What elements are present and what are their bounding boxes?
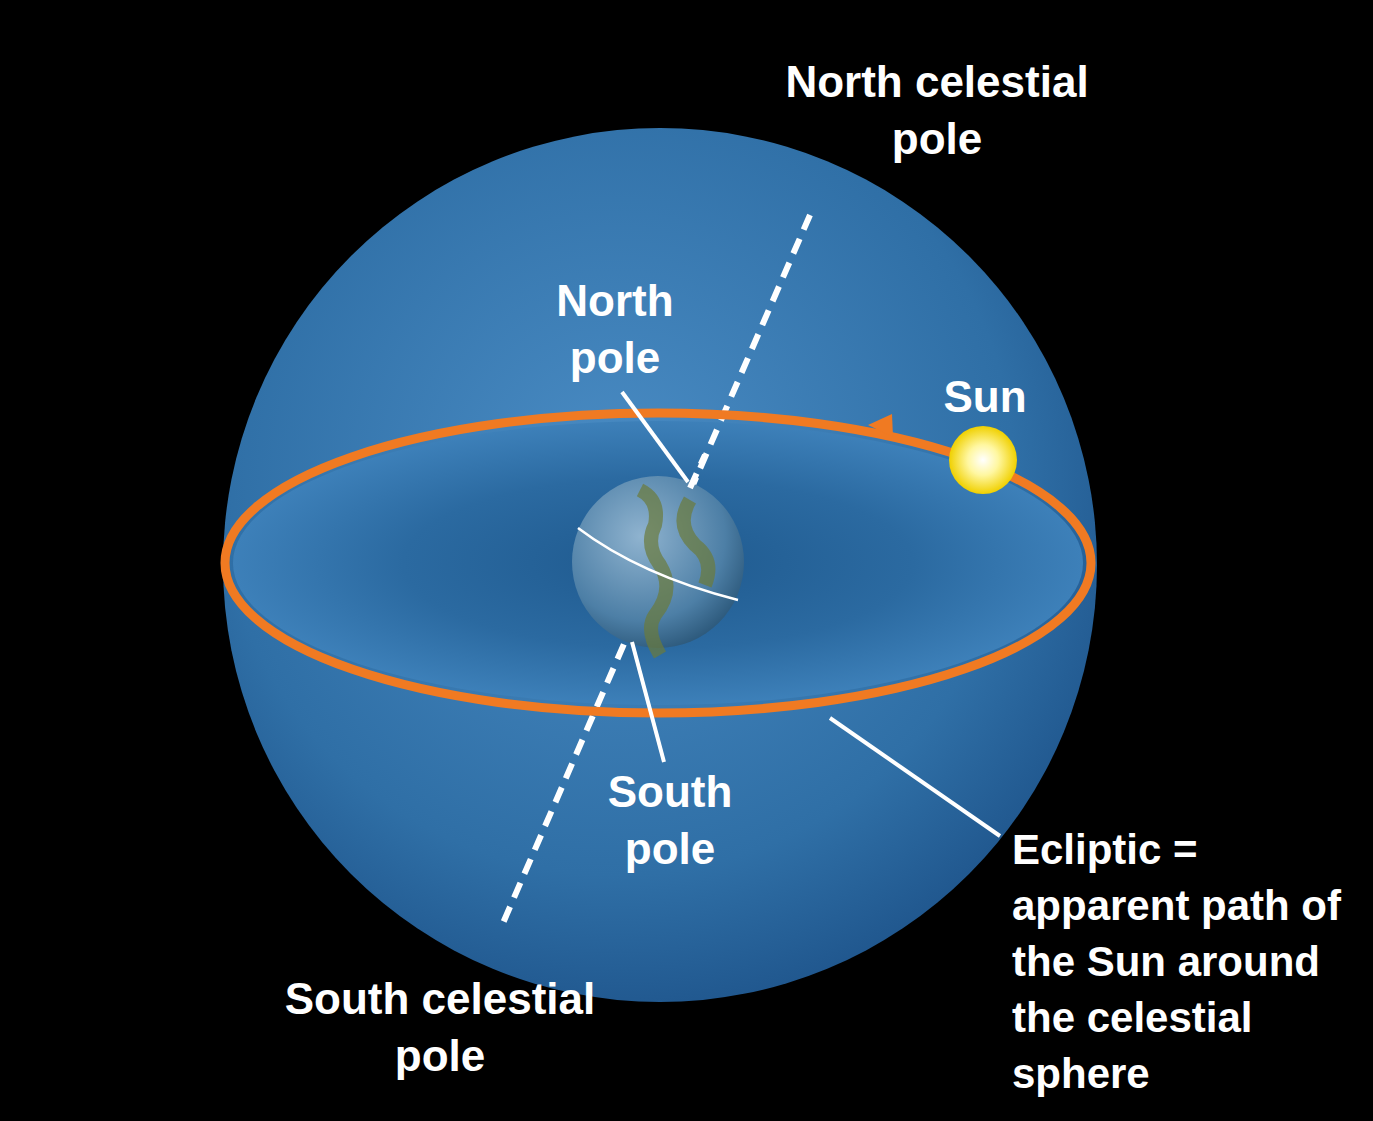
celestial-sphere [223, 128, 1097, 1002]
celestial-axis [500, 215, 810, 930]
leader-line [632, 642, 664, 762]
sun-label: Sun [915, 368, 1055, 425]
leader-line [622, 392, 688, 482]
pole-label: South celestial pole [270, 970, 610, 1084]
earth-land [640, 490, 708, 655]
ecliptic-label: Ecliptic = apparent path of the Sun arou… [1012, 822, 1368, 1102]
sun [949, 426, 1017, 494]
ecliptic-arrowhead [868, 414, 893, 437]
pole-label: South pole [570, 763, 770, 877]
earth-equator [578, 528, 738, 600]
pole-label: North celestial pole [767, 53, 1107, 167]
ecliptic-path [225, 413, 1091, 713]
ecliptic-plane [233, 421, 1083, 705]
leader-line [830, 718, 1000, 836]
axis-north-stub [690, 455, 705, 488]
pole-label: North pole [515, 272, 715, 386]
